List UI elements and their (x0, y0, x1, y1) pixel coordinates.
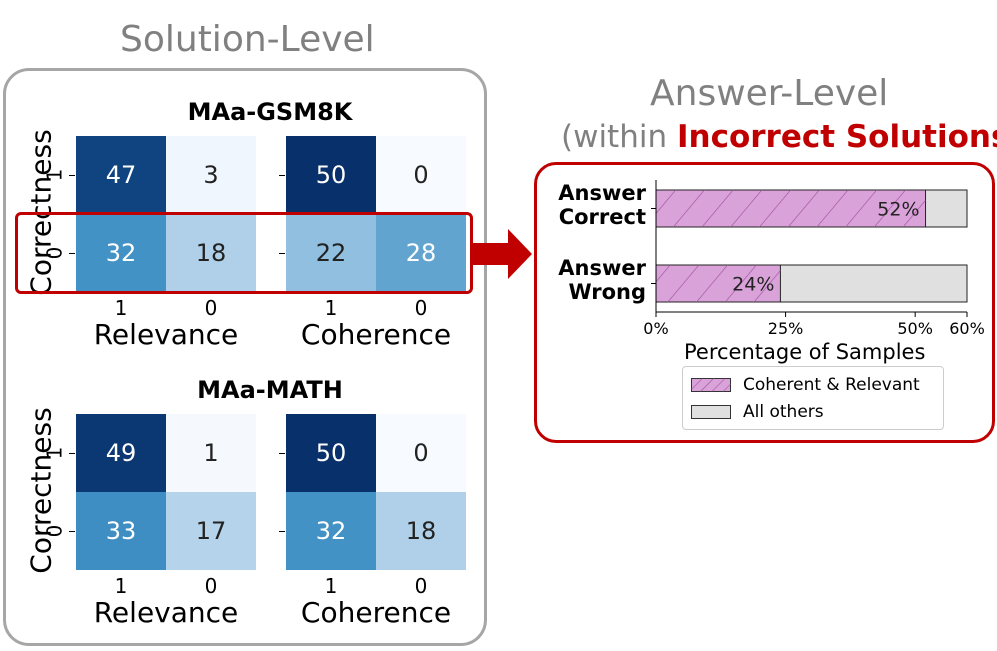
bar-category-label: Answer (558, 181, 646, 205)
x-tick-label: 25% (768, 319, 804, 338)
legend-item-coherent-relevant: Coherent & Relevant (691, 375, 920, 395)
answer-level-box (534, 162, 995, 443)
legend-swatch-gray (691, 405, 731, 419)
subtitle-highlight: Incorrect Solutions (676, 119, 997, 155)
heatmap-cell: 0 (376, 136, 466, 214)
bar-category-label: Correct (559, 205, 646, 229)
bar-hatch (656, 265, 781, 302)
y-tick-mark (279, 253, 285, 254)
bar-legend: Coherent & Relevant All others (682, 366, 944, 430)
x-tick-label: 50% (897, 319, 933, 338)
incorrect-row-highlight (15, 212, 473, 294)
y-tick-mark (279, 453, 285, 454)
bar-category-label: Wrong (568, 280, 646, 304)
x-axis-label: Relevance (93, 318, 239, 351)
heatmap-cell: 50 (286, 414, 376, 492)
y-tick-mark (69, 453, 75, 454)
solution-level-title: Solution-Level (120, 19, 375, 60)
legend-item-all-others: All others (691, 402, 824, 422)
y-axis-label: Correctness (24, 407, 58, 574)
x-tick-label: 0 (204, 574, 218, 598)
answer-level-subtitle: (within Incorrect Solutions) (561, 122, 997, 153)
subtitle-prefix: (within (561, 119, 677, 155)
x-axis-label: Relevance (93, 596, 239, 629)
x-tick-label: 1 (324, 296, 338, 320)
heatmap-cell: 3 (166, 136, 256, 214)
heatmap-cell: 32 (76, 214, 166, 292)
heatmap-cell: 50 (286, 136, 376, 214)
y-tick-mark (69, 175, 75, 176)
x-tick-label: 1 (114, 296, 128, 320)
x-tick-label: 0 (204, 296, 218, 320)
heatmap-cell: 33 (76, 492, 166, 570)
legend-swatch-hatched (691, 378, 731, 392)
heatmap-cell: 22 (286, 214, 376, 292)
heatmap-cell: 18 (376, 492, 466, 570)
x-tick-label: 60% (949, 319, 985, 338)
solution-level-box (3, 68, 487, 646)
x-tick-label: 0% (643, 319, 668, 338)
y-tick-mark (279, 175, 285, 176)
arrow-icon (472, 229, 532, 279)
bar-data-label: 52% (877, 199, 919, 221)
y-tick-mark (279, 531, 285, 532)
x-axis-label: Coherence (300, 318, 452, 351)
heatmap-cell: 1 (166, 414, 256, 492)
heatmap-cell: 47 (76, 136, 166, 214)
heatmap-cell: 0 (376, 414, 466, 492)
heatmap-cell: 28 (376, 214, 466, 292)
heatmap-cell: 18 (166, 214, 256, 292)
x-tick-label: 0 (414, 296, 428, 320)
heatmap-cell: 32 (286, 492, 376, 570)
x-tick-label: 0 (414, 574, 428, 598)
legend-label-coherent-relevant: Coherent & Relevant (743, 375, 920, 395)
x-tick-label: 1 (324, 574, 338, 598)
x-tick-label: 1 (114, 574, 128, 598)
y-tick-mark (69, 253, 75, 254)
bar-category-label: Answer (558, 256, 646, 280)
heatmap-title: MAa-GSM8K (187, 98, 353, 126)
heatmap-cell: 17 (166, 492, 256, 570)
bar-hatch (656, 190, 926, 227)
bar-data-label: 24% (732, 274, 774, 296)
bar-x-axis-label: Percentage of Samples (684, 340, 926, 364)
y-tick-mark (69, 531, 75, 532)
heatmap-title: MAa-MATH (197, 376, 343, 404)
heatmap-cell: 49 (76, 414, 166, 492)
answer-level-bar-chart: 52%AnswerCorrect24%AnswerWrong0%25%50%60… (558, 180, 985, 338)
x-axis-label: Coherence (300, 596, 452, 629)
answer-level-title: Answer-Level (650, 73, 889, 114)
legend-label-all-others: All others (743, 402, 824, 422)
